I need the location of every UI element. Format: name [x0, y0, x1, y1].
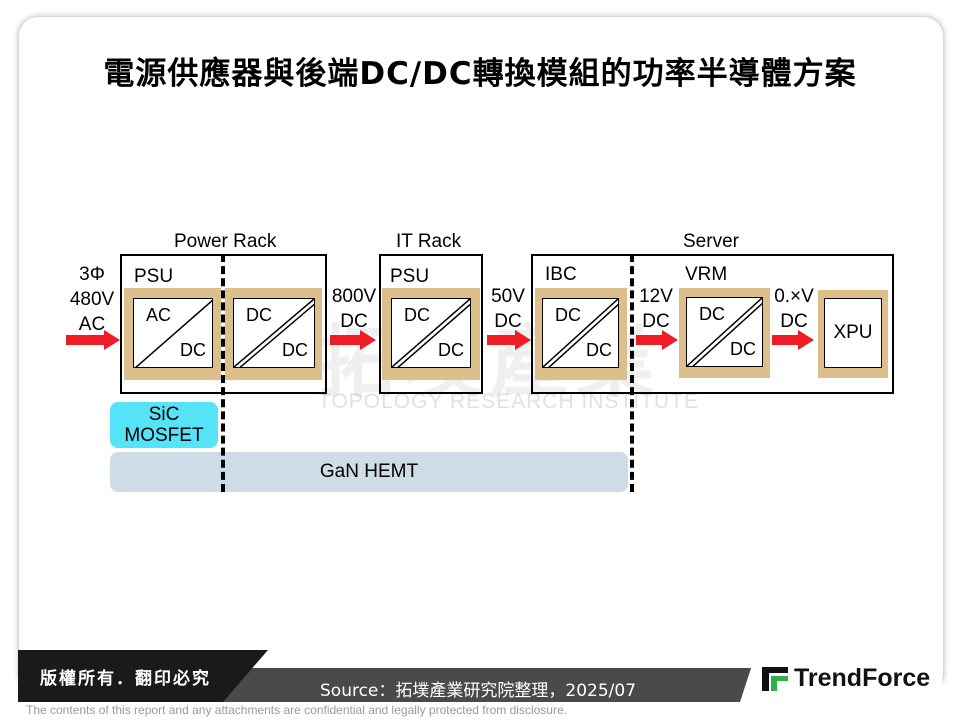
vrm-converter: DC DC [686, 297, 763, 367]
slide-title: 電源供應器與後端DC/DC轉換模組的功率半導體方案 [103, 56, 857, 92]
dashed-divider-gan-end [630, 254, 634, 492]
watermark-text: TOPOLOGY RESEARCH INSTITUTE [318, 390, 699, 413]
link1-label: 800V DC [329, 284, 379, 334]
trendforce-logo: TrendForce [762, 664, 930, 693]
link4-type: DC [780, 311, 808, 332]
input-label: 3Φ 480V AC [66, 262, 118, 337]
ibc-converter: DC DC [542, 298, 619, 368]
arrow-12v [636, 330, 680, 350]
link3-label: 12V DC [634, 284, 678, 334]
copyright-text: 版權所有．翻印必究 [40, 669, 211, 689]
it-dcdc-converter: DC DC [391, 298, 471, 368]
psu2-bottom-label: DC [438, 340, 464, 360]
psu1-label: PSU [134, 266, 174, 287]
dcdc1-bottom-label: DC [282, 340, 308, 360]
gan-hemt-band: GaN HEMT [110, 452, 628, 492]
disclaimer-text: The contents of this report and any atta… [26, 703, 567, 717]
dashed-divider-sic-gan [221, 254, 225, 492]
input-voltage: 480V [69, 289, 115, 310]
link1-voltage: 800V [331, 286, 377, 307]
it-rack-psu-box [379, 254, 483, 394]
source-text: Source：拓墣產業研究院整理，2025/07 [320, 681, 637, 701]
sic-label: SiC MOSFET [110, 404, 218, 446]
ibc-label: IBC [545, 264, 577, 285]
acdc-bottom-label: DC [180, 340, 206, 360]
footer-copyright-block: 版權所有．翻印必究 [18, 650, 268, 702]
vrm-label: VRM [685, 264, 728, 285]
trendforce-mark-icon [762, 666, 788, 691]
vrm-bottom-label: DC [730, 339, 756, 359]
xpu-label: XPU [833, 322, 873, 343]
acdc-top-label: AC [146, 305, 172, 325]
brand-name: TrendForce [794, 664, 931, 692]
ibc-top-label: DC [555, 305, 581, 325]
link4-label: 0.×V DC [769, 284, 819, 334]
group-label-power-rack: Power Rack [174, 231, 277, 252]
link3-voltage: 12V [639, 286, 673, 307]
input-phase: 3Φ [79, 264, 105, 285]
dcdc1-top-label: DC [246, 305, 272, 325]
sic-line2: MOSFET [124, 425, 204, 446]
psu2-top-label: DC [404, 305, 430, 325]
xpu-chip: XPU [824, 298, 882, 368]
link1-type: DC [340, 311, 368, 332]
arrow-800v [330, 330, 376, 350]
server-box [531, 254, 894, 394]
arrow-0xv [772, 330, 816, 350]
link3-type: DC [642, 311, 670, 332]
link2-label: 50V DC [485, 284, 531, 334]
sic-mosfet-band: SiC MOSFET [110, 402, 218, 448]
acdc-converter: AC DC [133, 298, 213, 368]
input-type: AC [78, 314, 106, 335]
vrm-top-label: DC [699, 304, 725, 324]
link2-voltage: 50V [491, 286, 525, 307]
arrow-50v [487, 330, 531, 350]
arrow-input [66, 330, 120, 350]
link2-type: DC [494, 311, 522, 332]
psu2-label: PSU [390, 266, 430, 287]
dcdc-converter-1: DC DC [233, 298, 315, 368]
gan-label: GaN HEMT [319, 461, 419, 482]
link4-voltage: 0.×V [774, 286, 814, 307]
group-label-server: Server [683, 231, 739, 252]
sic-line1: SiC [148, 404, 180, 425]
ibc-bottom-label: DC [586, 340, 612, 360]
group-label-it-rack: IT Rack [396, 231, 462, 252]
